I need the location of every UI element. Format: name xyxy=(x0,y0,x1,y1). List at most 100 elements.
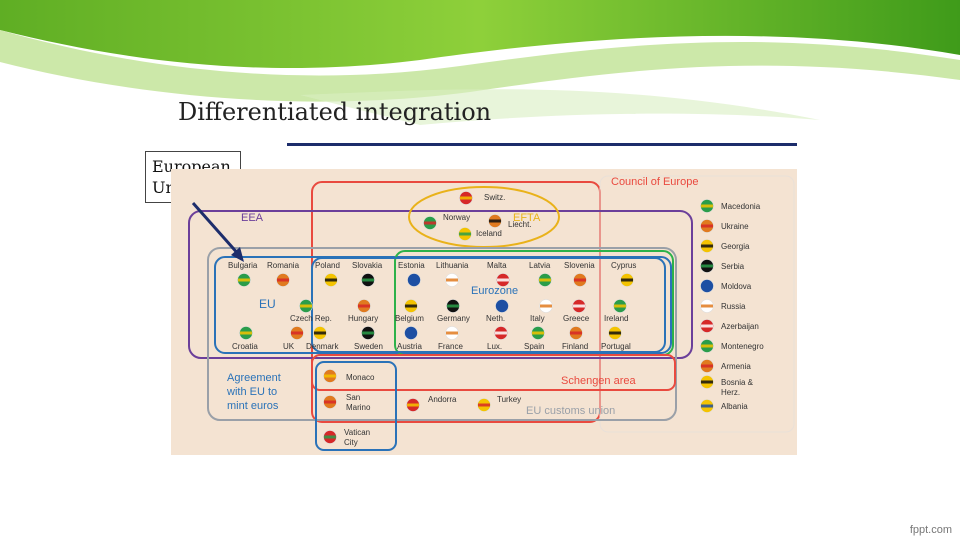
vatican-city-line2-label: City xyxy=(344,438,358,447)
council-of-europe-outer-outline xyxy=(599,175,795,433)
eu-row2-country-5-label: Italy xyxy=(530,314,545,323)
eea-outline xyxy=(188,210,693,359)
council-country-7-label: Montenegro xyxy=(721,342,764,351)
council-country-4-label: Moldova xyxy=(721,282,752,291)
eu-row2-country-3-label: Germany xyxy=(437,314,470,323)
eu-row1-country-7-label: Latvia xyxy=(529,261,551,270)
eu-row3-country-4-label: Austria xyxy=(397,342,422,351)
eu-row1-country-2-flag-band xyxy=(325,278,337,282)
andorra-label: Andorra xyxy=(428,395,457,404)
eu-row3-country-6-flag-band xyxy=(495,331,507,335)
eu-row2-country-6-flag-band xyxy=(573,304,585,308)
eu-row1-country-7-flag-band xyxy=(539,278,551,282)
eu-row3-country-1-label: UK xyxy=(283,342,295,351)
council-country-10-label: Herz. xyxy=(721,388,740,397)
eu-row1-country-3-flag-band xyxy=(362,278,374,282)
eu-row3-country-9-label: Portugal xyxy=(601,342,631,351)
efta-country-3-label: Iceland xyxy=(476,229,502,238)
san-marino-label: San xyxy=(346,393,360,402)
efta-country-0-label: Switz. xyxy=(484,193,505,202)
eu-row3-country-0-label: Croatia xyxy=(232,342,258,351)
turkey-label: Turkey xyxy=(497,395,521,404)
eu-row2-country-0-label: Czech Rep. xyxy=(290,314,332,323)
san-marino-line2-label: Marino xyxy=(346,403,371,412)
eu-row3-country-8-flag-band xyxy=(570,331,582,335)
eu-row2-country-0-flag-band xyxy=(300,304,312,308)
council-country-11-label: Albania xyxy=(721,402,748,411)
council-country-0-flag-band xyxy=(701,204,713,208)
council-country-0-label: Macedonia xyxy=(721,202,761,211)
title-underline xyxy=(287,143,797,146)
andorra-flag-band xyxy=(407,403,419,407)
vatican-city-flag-band xyxy=(324,435,336,439)
eu-outline xyxy=(214,256,672,354)
council-country-3-label: Serbia xyxy=(721,262,745,271)
schengen-extension-outline xyxy=(311,354,676,391)
agreement-line-2: with EU to xyxy=(226,386,277,398)
council-country-4-flag-band xyxy=(701,284,713,288)
eu-row1-country-9-label: Cyprus xyxy=(611,261,636,270)
slide-title: Differentiated integration xyxy=(178,98,492,126)
eu-row2-country-1-flag-band xyxy=(358,304,370,308)
efta-country-3-flag-band xyxy=(459,232,471,236)
council-country-1-flag-band xyxy=(701,224,713,228)
eu-row3-country-3-label: Sweden xyxy=(354,342,383,351)
san-marino-flag-band xyxy=(324,400,336,404)
eu-row1-country-4-flag-band xyxy=(408,278,420,282)
council-country-2-label: Georgia xyxy=(721,242,750,251)
eu-row1-country-0-flag-band xyxy=(238,278,250,282)
eu-row1-country-4-label: Estonia xyxy=(398,261,425,270)
eu-row1-country-5-flag-band xyxy=(446,278,458,282)
council-country-7-flag-band xyxy=(701,344,713,348)
turkey-flag-band xyxy=(478,403,490,407)
council-country-9-label: Bosnia & xyxy=(721,378,754,387)
green-swoosh-background xyxy=(0,0,960,125)
eu-row1-country-6-flag-band xyxy=(497,278,509,282)
eu-row2-country-7-label: Ireland xyxy=(604,314,628,323)
eu-row2-country-7-flag-band xyxy=(614,304,626,308)
schengen-label: Schengen area xyxy=(561,375,636,387)
efta-country-0-flag-band xyxy=(460,196,472,200)
eu-row3-country-7-flag-band xyxy=(532,331,544,335)
council-country-6-label: Azerbaijan xyxy=(721,322,759,331)
footer-brand: fppt.com xyxy=(909,524,952,536)
eu-row2-country-3-flag-band xyxy=(447,304,459,308)
council-country-3-flag-band xyxy=(701,264,713,268)
eu-row1-country-0-label: Bulgaria xyxy=(228,261,258,270)
eurozone-label: Eurozone xyxy=(471,285,518,297)
eu-row3-country-6-label: Lux. xyxy=(487,342,502,351)
eu-row3-country-5-flag-band xyxy=(446,331,458,335)
eu-row3-country-2-flag-band xyxy=(314,331,326,335)
eu-row2-country-4-flag-band xyxy=(496,304,508,308)
council-country-1-label: Ukraine xyxy=(721,222,749,231)
eu-row2-country-2-flag-band xyxy=(405,304,417,308)
eu-row3-country-7-label: Spain xyxy=(524,342,544,351)
eu-row3-country-1-flag-band xyxy=(291,331,303,335)
efta-country-2-flag-band xyxy=(489,219,501,223)
efta-country-2-label: Liecht. xyxy=(508,220,532,229)
eu-row1-country-1-label: Romania xyxy=(267,261,300,270)
eu-row3-country-0-flag-band xyxy=(240,331,252,335)
agreement-line-1: Agreement xyxy=(227,372,281,384)
eu-row3-country-8-label: Finland xyxy=(562,342,588,351)
callout-arrow xyxy=(191,202,242,257)
eu-row2-country-5-flag-band xyxy=(540,304,552,308)
customs-union-label: EU customs union xyxy=(526,405,615,417)
efta-country-1-flag-band xyxy=(424,221,436,225)
efta-label: EFTA xyxy=(513,212,541,224)
agreement-line-3: mint euros xyxy=(227,400,279,412)
callout-arrowhead xyxy=(231,247,244,262)
eu-row3-country-9-flag-band xyxy=(609,331,621,335)
eu-row2-country-1-label: Hungary xyxy=(348,314,378,323)
council-country-8-label: Armenia xyxy=(721,362,751,371)
eu-row1-country-6-label: Malta xyxy=(487,261,507,270)
eu-label: EU xyxy=(259,297,276,311)
vatican-city-label: Vatican xyxy=(344,428,370,437)
council-country-11-flag-band xyxy=(701,404,713,408)
efta-country-1-label: Norway xyxy=(443,213,470,222)
council-country-9-flag-band xyxy=(701,380,713,384)
council-country-2-flag-band xyxy=(701,244,713,248)
